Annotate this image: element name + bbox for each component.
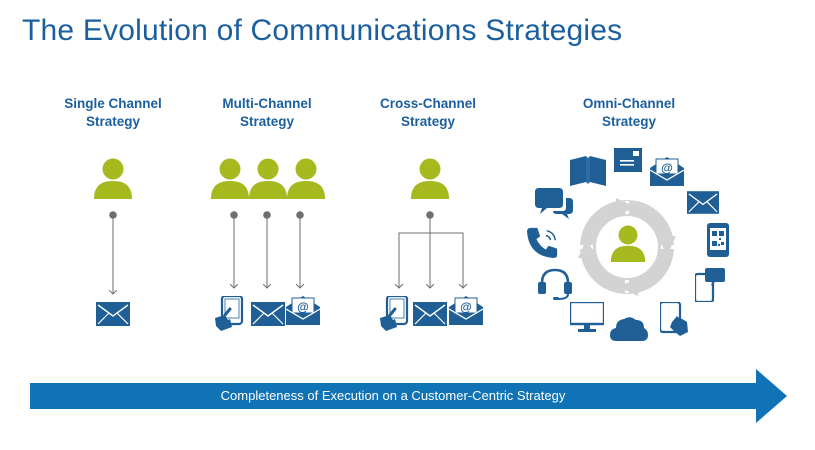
at-envelope-icon [650, 156, 684, 186]
multi-channel-title: Multi-Channel Strategy [222, 96, 312, 129]
cross-channel-title: Cross-Channel Strategy [379, 96, 477, 129]
at-envelope-icon [449, 295, 483, 325]
envelope-icon [251, 302, 285, 326]
person-icon [249, 158, 287, 199]
branch-arrowhead [394, 283, 404, 289]
touch-mobile-icon [378, 296, 409, 332]
cross-channel-group [378, 158, 483, 332]
headset-icon [538, 268, 572, 300]
person-icon [287, 158, 325, 199]
banner-label: Completeness of Execution on a Customer-… [220, 388, 566, 403]
page-title: The Evolution of Communications Strategi… [22, 14, 623, 47]
cycle-arrows-icon [578, 198, 676, 296]
envelope-icon [96, 302, 130, 326]
omni-channel-title: Omni-Channel Strategy [582, 96, 676, 129]
single-channel-group [94, 158, 132, 326]
at-envelope-icon [286, 295, 320, 325]
desktop-monitor-icon [570, 302, 604, 332]
envelope-icon [413, 302, 447, 326]
touch-tablet-icon [660, 302, 690, 338]
sms-phone-icon [695, 266, 725, 302]
postal-letter-icon [614, 148, 642, 172]
person-icon [411, 158, 449, 199]
branch-arrowhead [458, 283, 468, 289]
omni-channel-group [527, 148, 729, 341]
person-icon [211, 158, 249, 199]
touch-mobile-icon [213, 296, 244, 332]
cloud-icon [610, 317, 648, 341]
chat-bubbles-icon [535, 188, 573, 219]
multi-channel-group [211, 158, 325, 332]
telephone-icon [527, 227, 558, 258]
person-icon [610, 225, 646, 262]
single-channel-title: Single Channel Strategy [64, 96, 162, 129]
branch-connector [398, 232, 464, 288]
qr-code-phone-icon [707, 223, 729, 257]
envelope-icon [687, 191, 719, 214]
progress-arrow-banner [30, 369, 787, 423]
open-book-icon [570, 156, 606, 186]
person-icon [94, 158, 132, 199]
